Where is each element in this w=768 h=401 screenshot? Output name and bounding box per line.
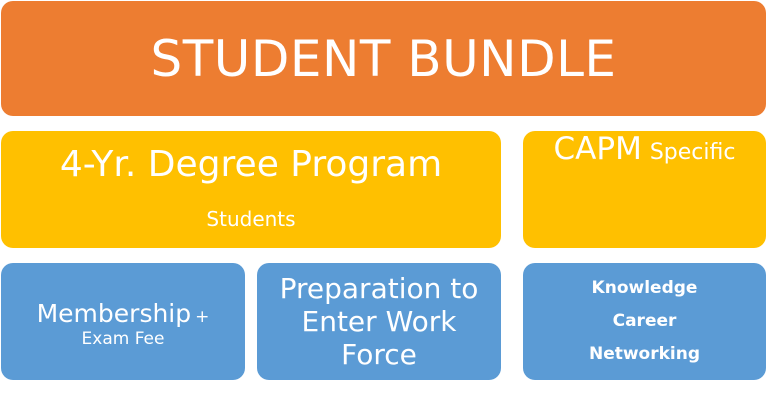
membership-plus: +: [195, 306, 210, 327]
degree-program-subtitle: Students: [206, 207, 296, 231]
capm-title: CAPM: [553, 131, 642, 167]
header-title: STUDENT BUNDLE: [150, 29, 617, 88]
preparation-box: Preparation to Enter Work Force: [257, 263, 501, 380]
preparation-line-3: Force: [341, 338, 417, 372]
skill-item-knowledge: Knowledge: [591, 277, 698, 298]
membership-box: Membership+ Exam Fee: [1, 263, 245, 380]
skills-box: Knowledge Career Networking: [523, 263, 766, 380]
degree-program-box: 4-Yr. Degree Program Students: [1, 131, 501, 248]
student-bundle-header: STUDENT BUNDLE: [1, 1, 766, 116]
preparation-line-1: Preparation to: [279, 271, 479, 305]
capm-suffix: Specific: [649, 140, 736, 165]
skill-item-networking: Networking: [588, 344, 701, 365]
membership-line: Membership+: [36, 298, 210, 328]
capm-specific-box: CAPM Specific: [523, 131, 766, 248]
exam-fee-label: Exam Fee: [81, 329, 165, 350]
skill-item-career: Career: [612, 310, 677, 331]
membership-label: Membership: [36, 298, 192, 328]
preparation-line-2: Enter Work: [301, 304, 457, 338]
degree-program-title: 4-Yr. Degree Program: [59, 144, 443, 185]
